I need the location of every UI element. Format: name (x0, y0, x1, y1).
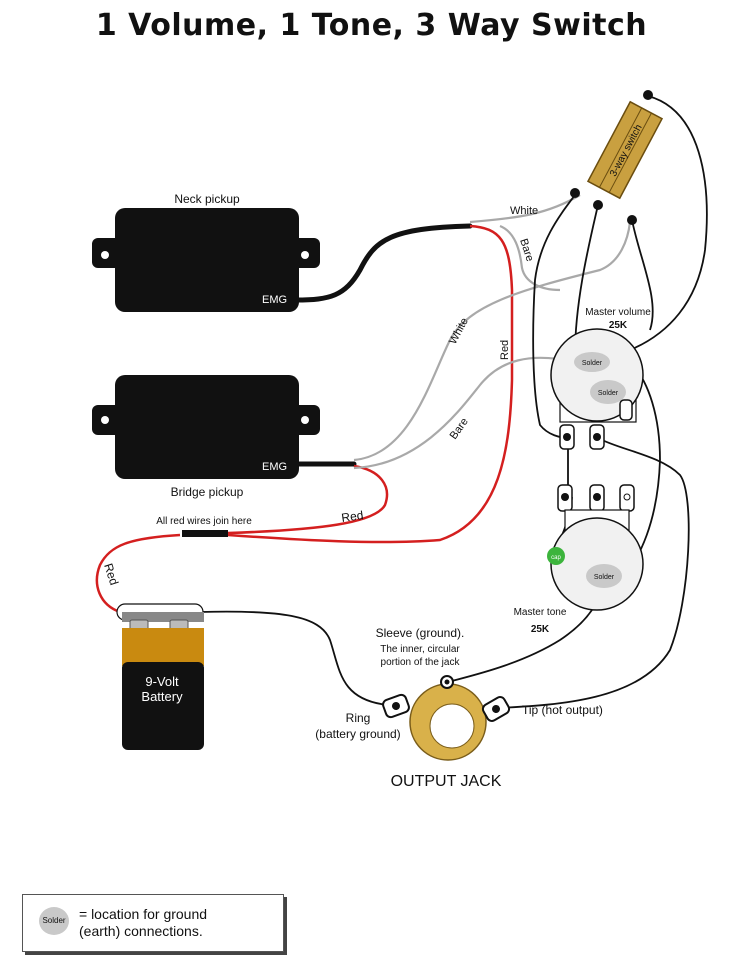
volume-solder-2 (590, 380, 626, 404)
master-volume-label: Master volume (585, 307, 651, 318)
bridge-pickup-label: Bridge pickup (171, 485, 244, 499)
battery-label-line2: Battery (141, 689, 183, 704)
ring-label-line2: (battery ground) (315, 727, 400, 741)
white-wire-bridge (353, 221, 632, 462)
battery-label-line1: 9-Volt (145, 674, 179, 689)
red-wire-label-lower: Red (340, 508, 364, 525)
bare-wire-bridge (353, 356, 576, 470)
neck-emg-label: EMG (262, 294, 287, 306)
master-volume-value: 25K (609, 320, 628, 331)
red-wire-neck (227, 224, 514, 544)
bridge-pickup: EMG (92, 375, 320, 479)
battery-ground-wire (199, 610, 389, 706)
legend-text: = location for ground (earth) connection… (79, 906, 208, 939)
volume-solder-1 (574, 352, 610, 372)
capacitor-label: cap (551, 555, 561, 561)
solder-legend-icon: Solder (39, 907, 69, 935)
volume-to-tip-wire (497, 437, 690, 709)
switch-bottom-wire (631, 219, 654, 331)
sleeve-title: Sleeve (ground). (376, 626, 465, 640)
red-wire-join (182, 530, 228, 537)
white-wire-label-top: White (510, 205, 538, 217)
diagram-title: 1 Volume, 1 Tone, 3 Way Switch (95, 8, 648, 43)
legend: Solder = location for ground (earth) con… (22, 894, 284, 952)
red-wire-battery (95, 533, 181, 614)
three-way-switch: 3-way switch (586, 100, 664, 200)
neck-pickup-label: Neck pickup (174, 192, 240, 206)
tip-label: Tip (hot output) (522, 703, 603, 717)
volume-pot: Solder Solder (550, 328, 644, 450)
switch-lug-1 (570, 188, 580, 198)
neck-pickup: EMG (92, 208, 320, 312)
ring-lug (382, 693, 410, 719)
output-jack-label: OUTPUT JACK (391, 773, 502, 790)
bridge-emg-label: EMG (262, 461, 287, 473)
volume-solder-1-label: Solder (582, 360, 603, 367)
tone-solder (586, 564, 622, 588)
red-wire-label-mid: Red (499, 340, 511, 360)
sleeve-desc-line2: portion of the jack (381, 657, 461, 668)
red-wire-bridge (227, 464, 389, 535)
ring-label-line1: Ring (346, 711, 371, 725)
battery: 9-Volt Battery (116, 603, 204, 750)
switch-top-wire (624, 95, 708, 353)
sleeve-desc-line1: The inner, circular (380, 644, 460, 655)
tone-pot: Solder (550, 484, 644, 611)
switch-lug-2 (593, 200, 603, 210)
neck-pickup-lead (293, 223, 473, 303)
switch-lug-top (643, 90, 653, 100)
white-wire-label-mid: White (447, 316, 471, 346)
tone-capacitor (547, 547, 565, 565)
switch-ground-wire (532, 194, 576, 439)
bare-wire-neck (499, 224, 561, 292)
output-jack (382, 675, 511, 761)
master-tone-label: Master tone (514, 607, 567, 618)
volume-solder-2-label: Solder (598, 390, 619, 397)
tone-solder-label: Solder (594, 574, 615, 581)
switch-lug-3 (627, 215, 637, 225)
red-wire-label-left: Red (101, 562, 121, 587)
master-tone-value: 25K (531, 624, 550, 635)
tip-lug (481, 696, 511, 722)
join-label: All red wires join here (156, 516, 252, 527)
